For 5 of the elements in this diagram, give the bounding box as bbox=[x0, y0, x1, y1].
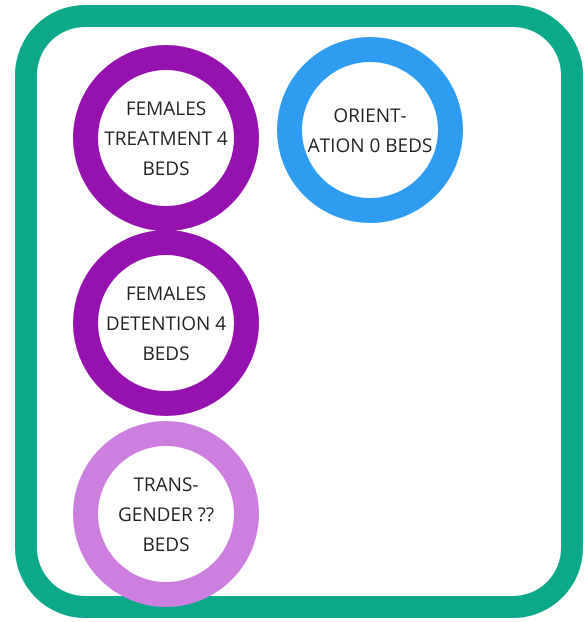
node-label: TRANS- GENDER ?? BEDS bbox=[116, 470, 216, 559]
rounded-box bbox=[15, 5, 583, 618]
node-label: ORIENT- ATION 0 BEDS bbox=[306, 101, 434, 160]
node-label: FEMALES DETENTION 4 BEDS bbox=[104, 279, 228, 368]
node-label: FEMALES TREATMENT 4 BEDS bbox=[103, 94, 229, 183]
